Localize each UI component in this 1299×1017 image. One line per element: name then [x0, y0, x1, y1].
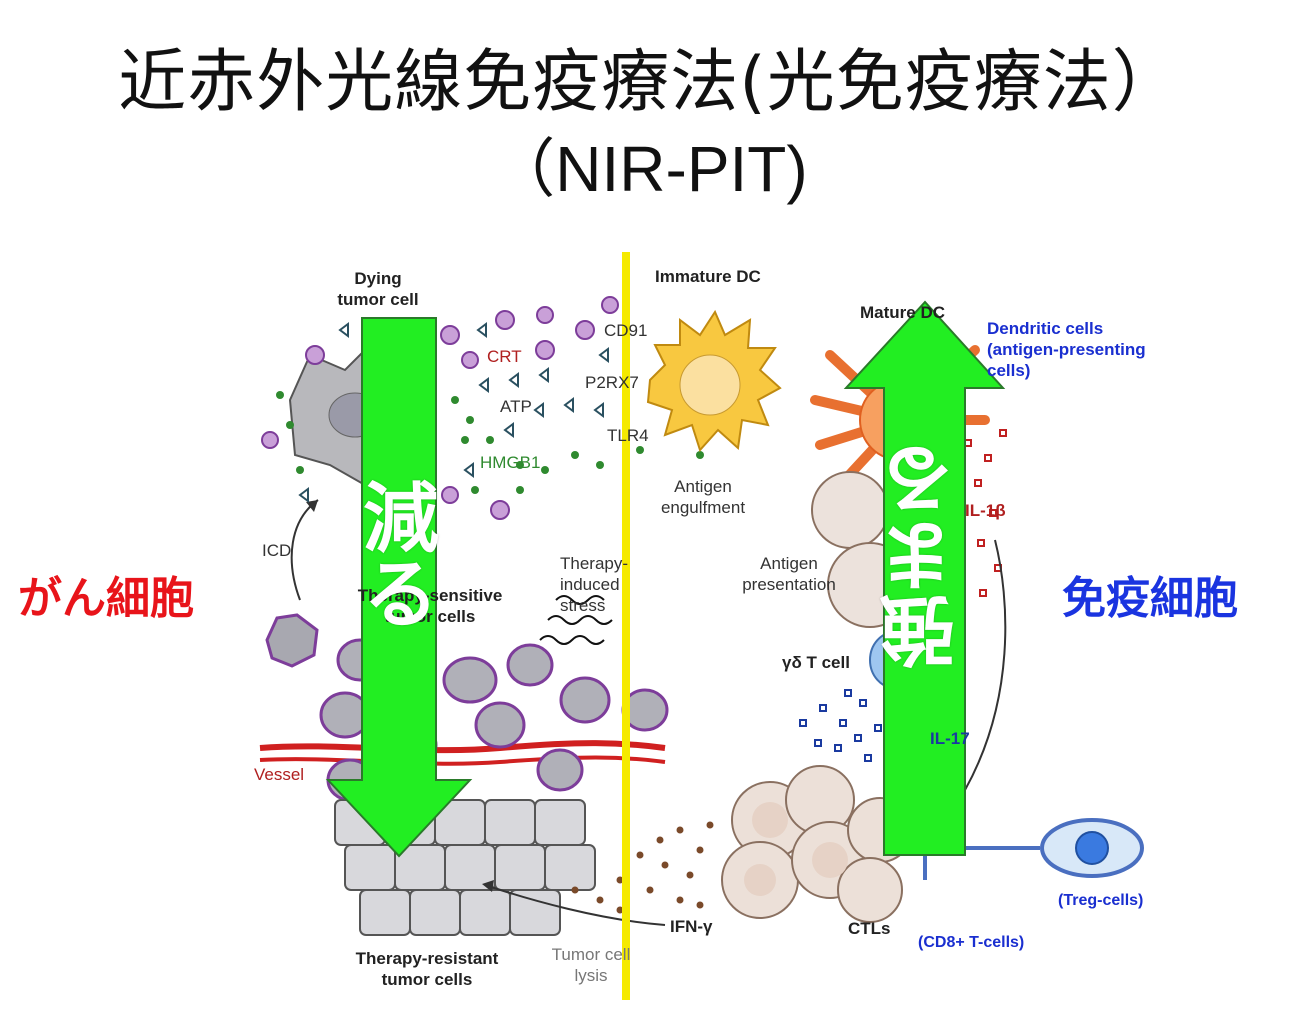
label-antigen-engulfment: Antigen engulfment [660, 477, 746, 517]
ifng-molecules [571, 821, 714, 914]
antigen-presenting-cell [811, 471, 889, 549]
arrow-up-text: 強まる [879, 442, 968, 670]
icd-arrow [290, 499, 319, 601]
immune-cells-label: 免疫細胞 [1062, 573, 1238, 624]
label-antigen-presentation: Antigen presentation [742, 554, 836, 594]
label-ctls: CTLs [848, 919, 891, 938]
label-cd8: (CD8+ T-cells) [918, 934, 1025, 951]
il-connector [964, 539, 1007, 791]
stress-squiggles [539, 595, 613, 645]
il17-molecules [799, 689, 882, 762]
hmgb1-molecules [276, 391, 704, 494]
label-icd: ICD [262, 541, 292, 560]
label-therapy-sensitive: Therapy-sensitive tumor cells [357, 586, 503, 626]
down-arrow [325, 317, 473, 858]
page-subtitle: （NIR-PIT) [491, 133, 808, 205]
label-p2rx7: P2RX7 [585, 373, 639, 392]
label-immature-dc: Immature DC [655, 267, 761, 286]
label-therapy-resistant: Therapy-resistant tumor cells [355, 949, 499, 989]
label-dying-tumor-cell: Dying tumor cell [337, 269, 419, 309]
page-title: 近赤外光線免疫療法(光免疫療法） [118, 43, 1181, 122]
label-dendritic-cells: Dendritic cells (antigen-presenting cell… [987, 319, 1146, 380]
label-gd-t-cell: γδ T cell [782, 653, 850, 672]
label-il17: IL-17 [930, 729, 970, 748]
label-mature-dc: Mature DC [860, 303, 946, 322]
label-therapy-induced-stress: Therapy- induced stress [560, 554, 629, 615]
label-tlr4: TLR4 [607, 426, 649, 445]
label-cd91: CD91 [604, 321, 648, 340]
cancer-cells-label: がん細胞 [18, 573, 194, 624]
label-atp: ATP [500, 397, 532, 416]
ifng-arrow [484, 884, 666, 926]
arrow-down-text: 減る [350, 478, 439, 630]
atp-molecules [298, 322, 609, 503]
label-il1b: IL-1β [965, 501, 1006, 520]
small-tumor-cell [265, 613, 319, 668]
vessel-path [259, 740, 666, 754]
label-tumor-cell-lysis: Tumor cell lysis [551, 945, 631, 985]
label-vessel: Vessel [254, 765, 305, 784]
immature-dc [646, 309, 782, 452]
crt-molecules [261, 296, 619, 520]
label-hmgb1: HMGB1 [480, 453, 541, 472]
divider-line [622, 252, 630, 1000]
label-ifn-g: IFN-γ [670, 917, 713, 936]
label-crt: CRT [487, 347, 522, 366]
up-arrow [843, 300, 1006, 856]
label-treg: (Treg-cells) [1058, 892, 1144, 909]
